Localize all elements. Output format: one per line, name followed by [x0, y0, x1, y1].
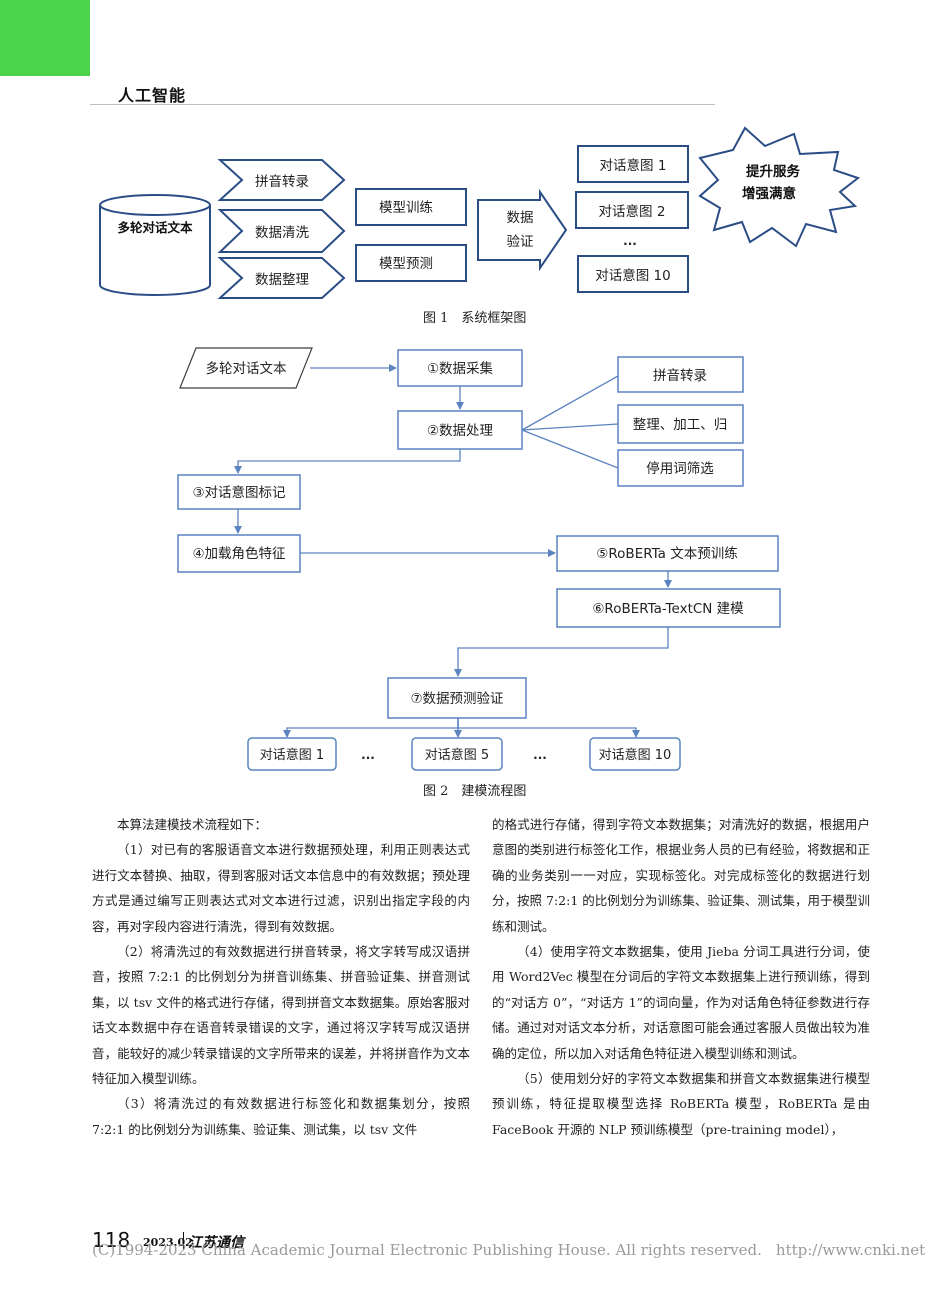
body-column-right: 的格式进行存储，得到字符文本数据集；对清洗好的数据，根据用户意图的类别进行标签化…: [492, 812, 870, 1142]
corner-color-block: [0, 0, 90, 76]
step-box: [556, 588, 781, 628]
processing-box: [617, 449, 744, 487]
processing-box: [617, 404, 744, 444]
step-label: ④加载角色特征: [192, 545, 285, 562]
model-label: 模型预测: [379, 256, 433, 272]
input-parallelogram: [179, 347, 313, 389]
intent-label: 对话意图 10: [595, 267, 670, 284]
journal-name: 江苏通信: [188, 1235, 244, 1251]
step-label: ②数据处理: [427, 423, 494, 439]
paragraph: 本算法建模技术流程如下：: [117, 817, 268, 832]
goal-label: 提升服务: [746, 163, 800, 180]
chevron-label: 拼音转录: [255, 173, 309, 190]
preprocess-chevrons: 拼音转录 数据清洗 数据整理: [217, 159, 346, 299]
step-label: ①数据采集: [427, 361, 494, 377]
model-train-box: [355, 188, 467, 226]
header-rule: [90, 104, 715, 105]
output-box: [589, 737, 681, 771]
step-label: ⑥RoBERTa-TextCN 建模: [592, 601, 744, 617]
output-box: [411, 737, 503, 771]
step-box: [556, 535, 779, 572]
paragraph: （1）对已有的客服语音文本进行数据预处理，利用正则表达式进行文本替换、抽取，得到…: [92, 842, 470, 934]
figure-2-caption: 图 2 建模流程图: [423, 784, 527, 799]
step-label: ⑦数据预测验证: [410, 691, 503, 707]
chevron-label: 数据清洗: [255, 225, 309, 241]
chevron-label: 数据整理: [255, 272, 309, 288]
paragraph: （4）使用字符文本数据集，使用 Jieba 分词工具进行分词，使用 Word2V…: [492, 944, 870, 1061]
goal-label: 增强满意: [742, 185, 796, 202]
validation-label: 验证: [507, 234, 534, 250]
step-box: [397, 349, 523, 387]
source-database-cylinder: 多轮对话文本: [99, 194, 211, 296]
figure-1-caption: 图 1 系统框架图: [423, 311, 527, 326]
intent-box: [577, 255, 689, 293]
intent-label: 对话意图 2: [599, 203, 666, 220]
paragraph: （3）将清洗过的有效数据进行标签化和数据集划分，按照 7:2:1 的比例划分为训…: [92, 1096, 470, 1137]
output-label: 对话意图 10: [599, 747, 672, 763]
model-label: 模型训练: [379, 200, 433, 216]
body-column-left: 本算法建模技术流程如下： （1）对已有的客服语音文本进行数据预处理，利用正则表达…: [92, 812, 470, 1142]
processing-label: 拼音转录: [653, 367, 707, 384]
step-box: [177, 534, 301, 573]
step-box: [177, 474, 301, 510]
output-label: 对话意图 1: [260, 747, 324, 763]
model-predict-box: [355, 244, 467, 282]
copyright-line: (C)1994-2023 China Academic Journal Elec…: [92, 1241, 925, 1259]
goal-starburst: [698, 126, 861, 248]
figure-1-system-framework: 多轮对话文本 拼音转录 数据清洗 数据整理 模型训练 模型预测 数据 验证 对话…: [99, 126, 861, 299]
validation-label: 数据: [507, 210, 534, 226]
processing-box: [617, 356, 744, 393]
intent-box: [577, 145, 689, 183]
paragraph: 的格式进行存储，得到字符文本数据集；对清洗好的数据，根据用户意图的类别进行标签化…: [492, 817, 870, 934]
step-box: [397, 410, 523, 450]
processing-label: 停用词筛选: [646, 460, 714, 477]
copyright-text: (C)1994-2023 China Academic Journal Elec…: [92, 1241, 762, 1259]
processing-label: 整理、加工、归: [633, 416, 728, 433]
page-number: 118: [92, 1228, 131, 1252]
intent-ellipsis: ...: [623, 234, 637, 248]
intent-label: 对话意图 1: [600, 157, 667, 174]
output-label: 对话意图 5: [425, 747, 489, 763]
input-label: 多轮对话文本: [206, 360, 287, 377]
section-title: 人工智能: [118, 86, 187, 105]
issue-date: 2023.02: [143, 1236, 193, 1249]
footer-separator: [183, 1232, 184, 1250]
paragraph: （5）使用划分好的字符文本数据集和拼音文本数据集进行模型预训练，特征提取模型选择…: [492, 1071, 870, 1137]
flow-connectors: [234, 364, 672, 738]
paragraph: （2）将清洗过的有效数据进行拼音转录，将文字转写成汉语拼音，按照 7:2:1 的…: [92, 944, 470, 1087]
output-box: [247, 737, 337, 771]
figure-2-modeling-flow: 多轮对话文本 ①数据采集 ②数据处理 ③对话意图标记 ④加载角色特征 ⑤RoBE…: [177, 347, 781, 771]
output-ellipsis: ...: [533, 748, 547, 762]
step-label: ③对话意图标记: [192, 484, 285, 501]
step-box: [387, 677, 527, 719]
output-ellipsis: ...: [361, 748, 375, 762]
step-label: ⑤RoBERTa 文本预训练: [596, 546, 737, 562]
source-url[interactable]: http://www.cnki.net: [775, 1241, 926, 1259]
source-label: 多轮对话文本: [117, 220, 193, 235]
validation-arrow: [477, 188, 568, 272]
intent-box: [575, 191, 689, 229]
